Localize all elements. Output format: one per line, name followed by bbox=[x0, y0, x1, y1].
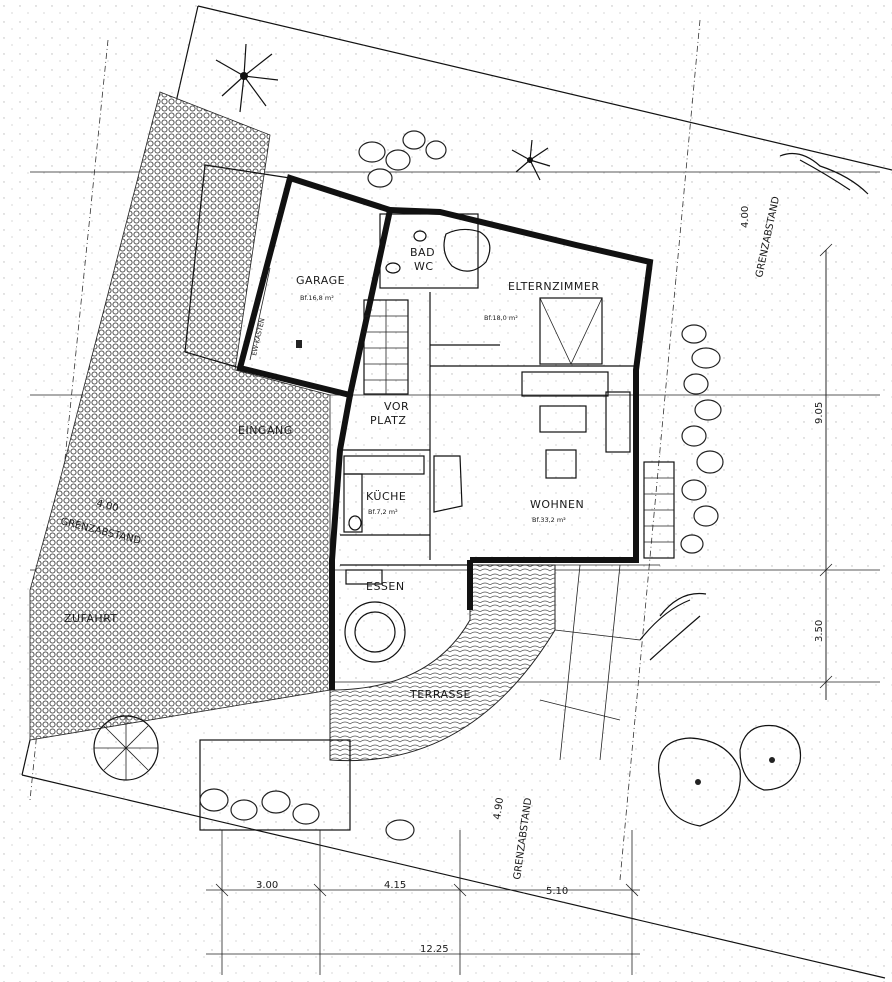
vorplatz-label-2: PLATZ bbox=[370, 414, 406, 427]
living-area: Bf.33,2 m² bbox=[532, 516, 566, 524]
setback-value-bottom: 4.90 bbox=[492, 797, 506, 821]
kitchen-fixtures bbox=[343, 455, 463, 533]
palm-icon bbox=[215, 43, 279, 113]
bedroom-opening bbox=[539, 297, 603, 365]
staircase bbox=[363, 299, 409, 395]
terrace-stairs bbox=[643, 461, 675, 559]
shrub-icon bbox=[639, 592, 707, 661]
garage-area: Bf.16,8 m² bbox=[300, 294, 334, 302]
tree-icon bbox=[739, 724, 802, 791]
bedroom-area: Bf.18,0 m² bbox=[484, 314, 518, 322]
living-furniture bbox=[521, 371, 631, 479]
dim-bottom-right: 5.10 bbox=[546, 886, 568, 897]
dimension-chain-bottom bbox=[206, 883, 640, 955]
bath-label: BAD bbox=[410, 246, 435, 259]
living-label: WOHNEN bbox=[530, 498, 584, 511]
dim-bottom-mid: 4.15 bbox=[384, 880, 406, 891]
house-walls bbox=[329, 207, 654, 690]
shrub-icon bbox=[779, 153, 869, 195]
setback-value-top: 4.00 bbox=[740, 206, 751, 228]
palm-icon bbox=[511, 139, 551, 181]
vorplatz-label-1: VOR bbox=[384, 400, 409, 413]
kitchen-label: KÜCHE bbox=[366, 490, 406, 503]
setback-value-left: 4.00 bbox=[95, 498, 119, 514]
dim-bottom-total: 12.25 bbox=[420, 944, 449, 955]
entrance-label: EINGANG bbox=[238, 424, 293, 437]
bedroom-label: ELTERNZIMMER bbox=[508, 280, 599, 293]
dining-label: ESSEN bbox=[366, 580, 405, 593]
wc-label: WC bbox=[414, 260, 434, 273]
stone-wall-east bbox=[680, 324, 724, 554]
tree-icon bbox=[93, 715, 159, 781]
kitchen-area: Bf.7,2 m² bbox=[368, 508, 398, 516]
bathroom bbox=[379, 213, 491, 289]
dimension-chain-right bbox=[819, 243, 833, 700]
terrace-grid bbox=[539, 564, 660, 761]
dim-right-lower: 3.50 bbox=[814, 620, 825, 642]
dim-right-upper: 9.05 bbox=[814, 402, 825, 424]
terrace-paving bbox=[329, 564, 556, 762]
stone-wall-south bbox=[199, 739, 415, 841]
tree-icon bbox=[658, 737, 741, 827]
garage-label: GARAGE bbox=[296, 274, 345, 287]
driveway-label: ZUFAHRT bbox=[64, 612, 118, 625]
terrace-label: TERRASSE bbox=[409, 688, 471, 701]
dim-bottom-left: 3.00 bbox=[256, 880, 278, 891]
stone-wall-north bbox=[358, 130, 447, 188]
dining-table bbox=[344, 569, 406, 663]
